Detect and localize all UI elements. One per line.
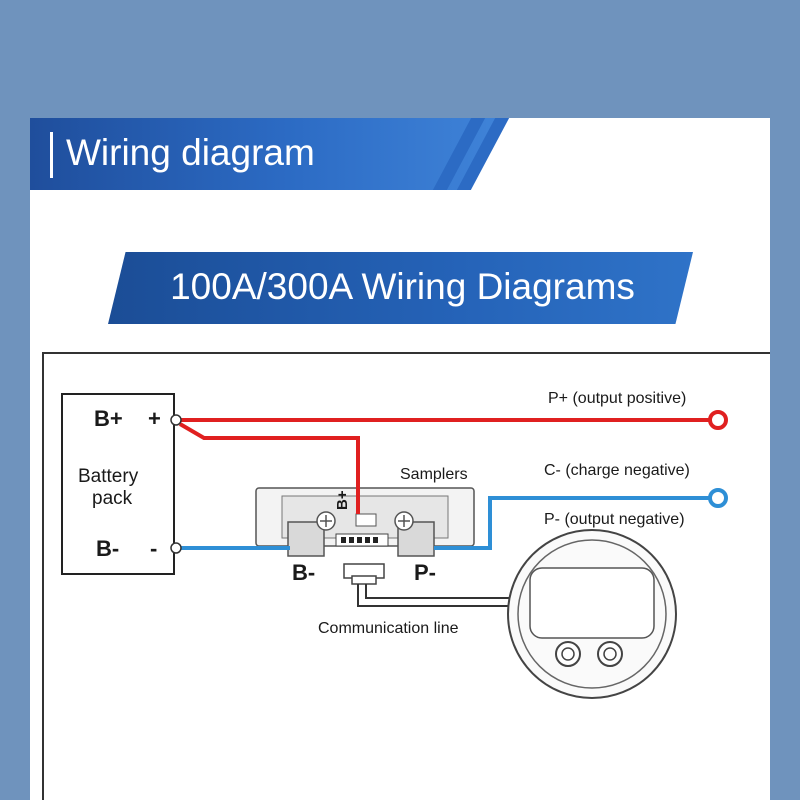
header-accent-bar [50, 132, 53, 178]
battery-minus-sign: - [150, 536, 158, 561]
shunt-device [255, 487, 475, 585]
meter-device [507, 529, 677, 699]
battery-plus-terminal-icon [170, 414, 182, 426]
p-minus-label: P- (output negative) [544, 511, 685, 528]
shunt-bminus-label: B- [292, 560, 316, 585]
battery-bplus-label: B+ [94, 406, 123, 431]
c-minus-label: C- (charge negative) [544, 462, 690, 479]
p-plus-label: P+ (output positive) [548, 390, 687, 407]
battery-label-line1: Battery [78, 466, 139, 487]
battery-minus-terminal-icon [170, 542, 182, 554]
communication-wire [357, 584, 512, 607]
shunt-pminus-label: P- [414, 560, 436, 585]
header-band [30, 118, 500, 190]
negative-wire [180, 496, 712, 550]
communication-line-label: Communication line [318, 620, 459, 637]
diagram-frame [42, 352, 770, 800]
battery-box [61, 393, 175, 575]
battery-bminus-label: B- [96, 536, 120, 561]
meter-button-icon [555, 641, 581, 667]
diagram-banner [108, 252, 693, 324]
header-title: Wiring diagram [66, 132, 315, 173]
shunt-terminal-bminus [287, 521, 325, 557]
p-plus-terminal-icon [708, 410, 728, 430]
battery-label-line2: pack [92, 488, 133, 509]
meter-button-icon [597, 641, 623, 667]
c-minus-terminal-icon [708, 488, 728, 508]
battery-plus-sign: + [148, 406, 161, 431]
meter-screen [529, 567, 655, 639]
samplers-label: Samplers [400, 466, 468, 483]
positive-wire [178, 418, 712, 514]
banner-title: 100A/300A Wiring Diagrams [170, 266, 635, 307]
shunt-bplus-tag: B+ [334, 490, 351, 510]
